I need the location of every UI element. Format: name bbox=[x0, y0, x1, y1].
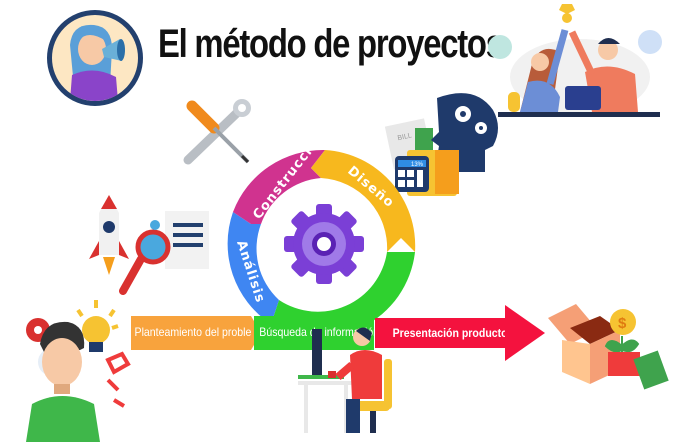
cycle-stage-diseno bbox=[311, 150, 416, 252]
coin-icon bbox=[610, 309, 636, 335]
page-title: El método de proyectos bbox=[158, 22, 504, 66]
step-label-presentacion: Presentación producto final bbox=[392, 326, 533, 340]
cycle-stage-analisis bbox=[227, 212, 279, 324]
project-cycle-diagram: Construcción Diseño Análisis bbox=[215, 129, 425, 338]
magnifier-icon bbox=[135, 229, 171, 265]
plant-pot-icon bbox=[608, 352, 640, 376]
svg-text:$: $ bbox=[618, 315, 627, 332]
monitor-icon bbox=[312, 329, 322, 377]
svg-text:BILL: BILL bbox=[397, 132, 413, 142]
thinking-head-illustration: BILL 13% bbox=[384, 88, 500, 200]
avatar-girl-megaphone bbox=[47, 10, 143, 106]
girl-megaphone-icon bbox=[70, 24, 125, 101]
step-planteamiento: Planteamiento del problema bbox=[131, 316, 267, 350]
tools-icon bbox=[178, 98, 258, 170]
laptop-icon bbox=[565, 86, 601, 110]
teamwork-illustration bbox=[480, 2, 670, 120]
lightbulb-icon bbox=[559, 4, 575, 14]
man-at-computer-illustration bbox=[290, 325, 400, 440]
lightbulb-icon bbox=[82, 316, 110, 344]
money-icon bbox=[633, 350, 669, 390]
cycle-stage-construccion bbox=[233, 149, 325, 224]
puzzle-bubble-icon bbox=[488, 35, 512, 59]
step-label-planteamiento: Planteamiento del problema bbox=[134, 325, 267, 339]
step-presentacion: Presentación producto final bbox=[375, 318, 533, 348]
product-box-money-illustration: $ bbox=[540, 300, 700, 400]
man-idea-illustration bbox=[18, 300, 136, 442]
rocket-research-illustration bbox=[85, 195, 215, 300]
step-arrow-head-red bbox=[505, 305, 545, 361]
cycle-stage-green bbox=[271, 252, 415, 338]
svg-text:13%: 13% bbox=[411, 162, 424, 168]
center-gear-icon bbox=[284, 204, 364, 284]
